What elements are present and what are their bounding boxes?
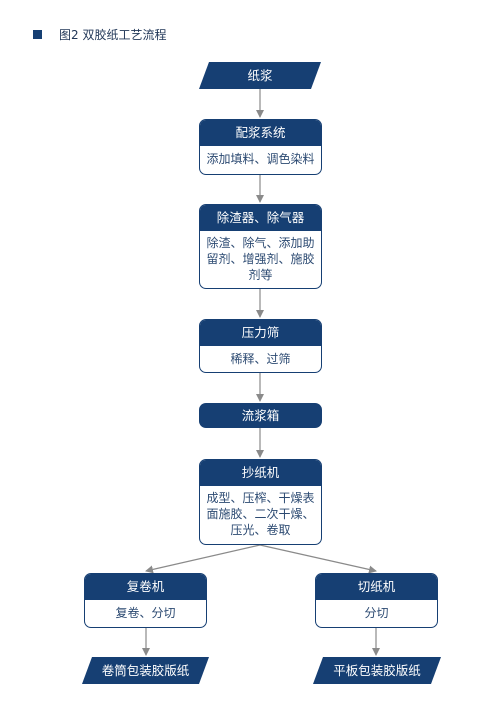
caption-square-icon bbox=[33, 29, 42, 39]
output-parallelogram-left bbox=[82, 657, 209, 684]
step-detail: 添加填料、调色染料 bbox=[206, 152, 315, 166]
output-label-sheet: 平板包装胶版纸 bbox=[333, 663, 421, 678]
step-box-cleaner-deaerator: 除渣器、除气器 除渣、除气、添加助留剂、增强剂、施胶剂等 bbox=[199, 204, 322, 289]
output-parallelogram-right bbox=[313, 657, 441, 684]
branch-title: 切纸机 bbox=[316, 574, 437, 600]
figure-caption: 图2 双胶纸工艺流程 bbox=[33, 27, 167, 42]
branch-detail: 复卷、分切 bbox=[115, 606, 176, 620]
step-title: 抄纸机 bbox=[200, 460, 321, 486]
caption-text: 图2 双胶纸工艺流程 bbox=[59, 27, 167, 42]
step-box-paper-machine: 抄纸机 成型、压榨、干燥表面施胶、二次干燥、压光、卷取 bbox=[199, 459, 322, 545]
branch-detail: 分切 bbox=[364, 606, 389, 620]
step-pill-headbox: 流浆箱 bbox=[199, 403, 322, 428]
step-box-pulp-mixing: 配浆系统 添加填料、调色染料 bbox=[199, 119, 322, 175]
step-detail: 除渣、除气、添加助留剂、增强剂、施胶剂等 bbox=[206, 236, 315, 282]
branch-title: 复卷机 bbox=[85, 574, 206, 600]
step-detail: 稀释、过筛 bbox=[230, 352, 291, 366]
branch-box-rewinder: 复卷机 复卷、分切 bbox=[84, 573, 207, 628]
arrow-step5-to-branch-right bbox=[259, 544, 377, 574]
output-label-roll: 卷筒包装胶版纸 bbox=[101, 663, 190, 678]
branch-box-sheeter: 切纸机 分切 bbox=[315, 573, 438, 628]
step-title: 配浆系统 bbox=[200, 120, 321, 146]
step-detail: 成型、压榨、干燥表面施胶、二次干燥、压光、卷取 bbox=[206, 491, 315, 537]
step-title: 除渣器、除气器 bbox=[200, 205, 321, 231]
start-label: 纸浆 bbox=[247, 68, 273, 83]
step-box-pressure-screen: 压力筛 稀释、过筛 bbox=[199, 319, 322, 373]
start-parallelogram bbox=[199, 62, 321, 89]
step-title: 压力筛 bbox=[200, 320, 321, 346]
arrow-step5-to-branch-left bbox=[145, 544, 261, 574]
